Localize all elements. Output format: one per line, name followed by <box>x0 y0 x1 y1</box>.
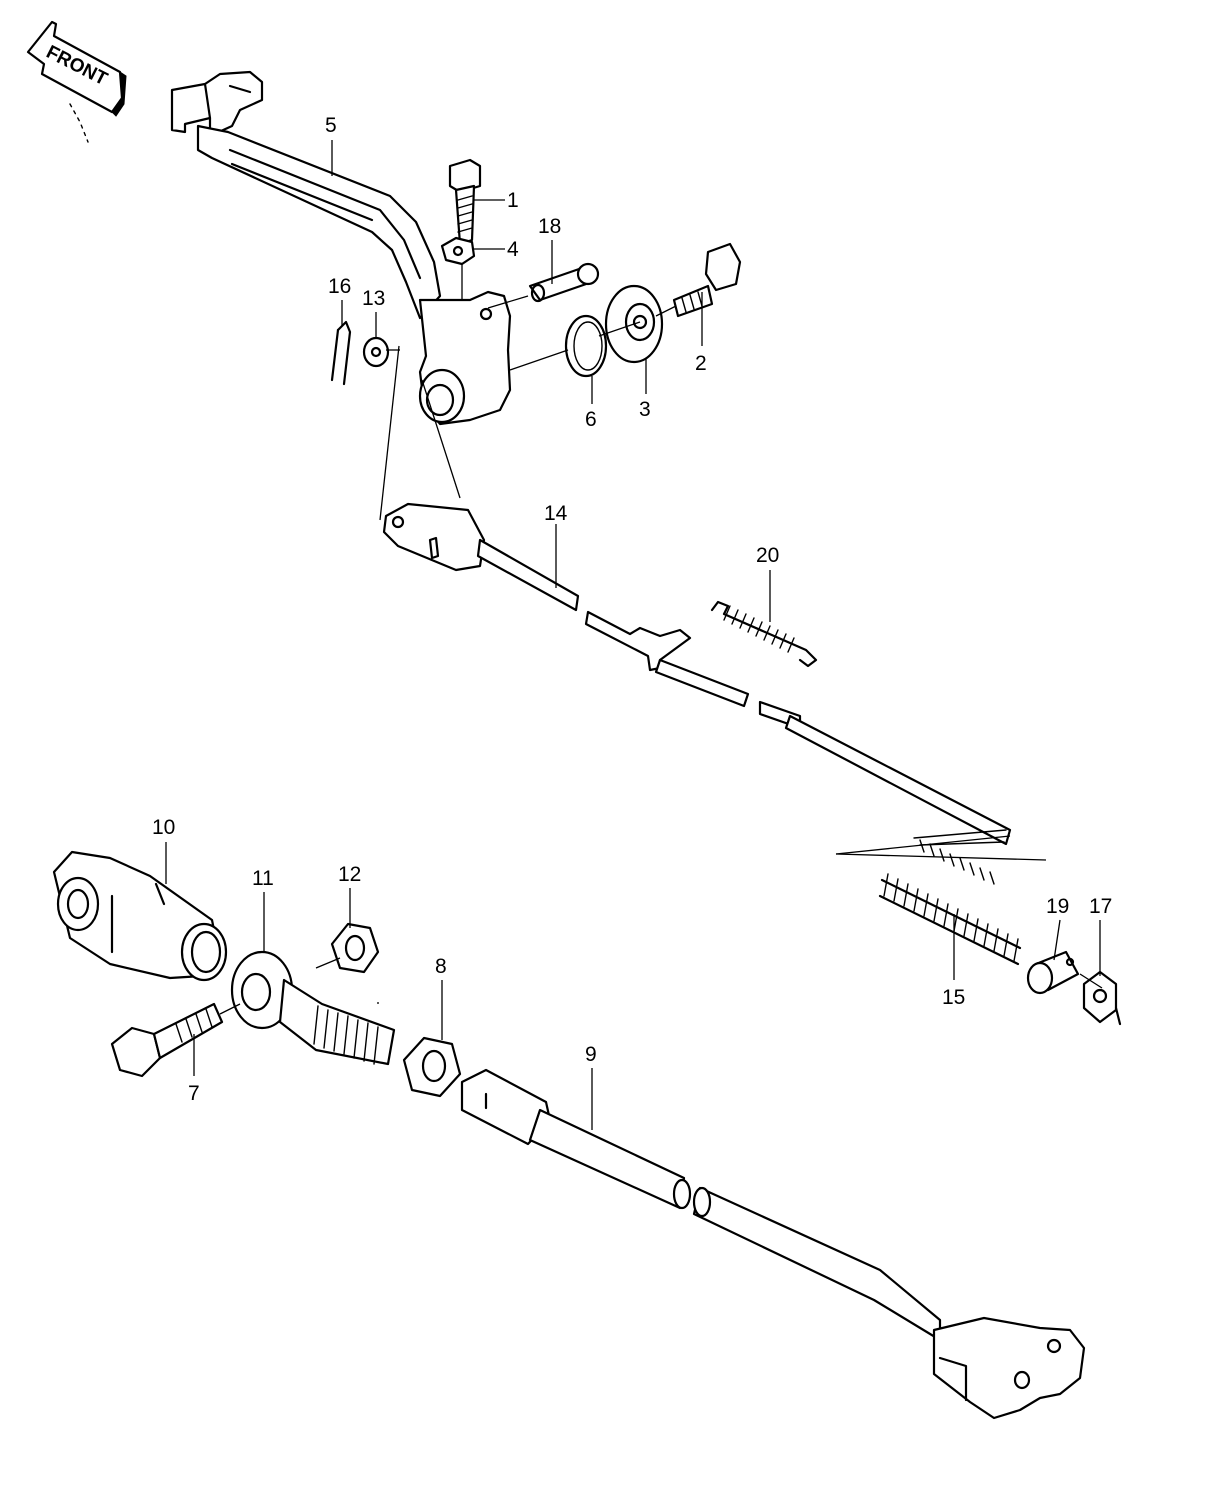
callout-3: 3 <box>639 398 651 421</box>
bolt-part-1 <box>448 158 482 246</box>
callout-2: 2 <box>695 352 707 375</box>
callout-15: 15 <box>942 986 965 1009</box>
nut-part-12 <box>330 922 380 974</box>
callout-14: 14 <box>544 502 568 525</box>
callout-6: 6 <box>585 408 597 431</box>
callout-18: 18 <box>538 215 561 238</box>
callout-1: 1 <box>507 189 519 212</box>
brake-rod-part-14 <box>382 502 1012 885</box>
spring-part-15 <box>878 873 1022 966</box>
callout-12: 12 <box>338 863 361 886</box>
cotter-pin-part-16 <box>330 320 352 386</box>
nut-part-8 <box>402 1036 462 1098</box>
callout-20: 20 <box>756 544 779 567</box>
callout-13: 13 <box>362 287 385 310</box>
callout-leaders <box>165 140 1101 1130</box>
pin-part-18 <box>528 262 600 303</box>
collar-part-19 <box>1026 950 1080 995</box>
callout-11: 11 <box>252 867 274 890</box>
bolt-part-2 <box>672 242 742 318</box>
o-ring-part-6 <box>564 314 608 378</box>
callout-4: 4 <box>507 238 519 261</box>
front-arrow-icon: FRONT <box>26 20 127 143</box>
tension-rod-part-9 <box>460 1068 1086 1420</box>
callout-17: 17 <box>1089 895 1112 918</box>
boot-part-10 <box>52 850 228 982</box>
spring-part-20 <box>710 600 818 668</box>
assembly-lines <box>219 264 1103 1015</box>
callouts: 1 2 3 4 5 6 7 8 9 10 11 12 13 14 15 16 1… <box>152 114 1112 1105</box>
callout-9: 9 <box>585 1043 597 1066</box>
callout-8: 8 <box>435 955 447 978</box>
callout-10: 10 <box>152 816 175 839</box>
callout-5: 5 <box>325 114 337 137</box>
callout-19: 19 <box>1046 895 1069 918</box>
callout-16: 16 <box>328 275 351 298</box>
bolt-part-7 <box>110 1002 224 1078</box>
callout-7: 7 <box>188 1082 200 1105</box>
rod-end-part-11 <box>230 950 396 1066</box>
nut-part-4 <box>440 236 476 266</box>
washer-part-13 <box>362 336 390 368</box>
